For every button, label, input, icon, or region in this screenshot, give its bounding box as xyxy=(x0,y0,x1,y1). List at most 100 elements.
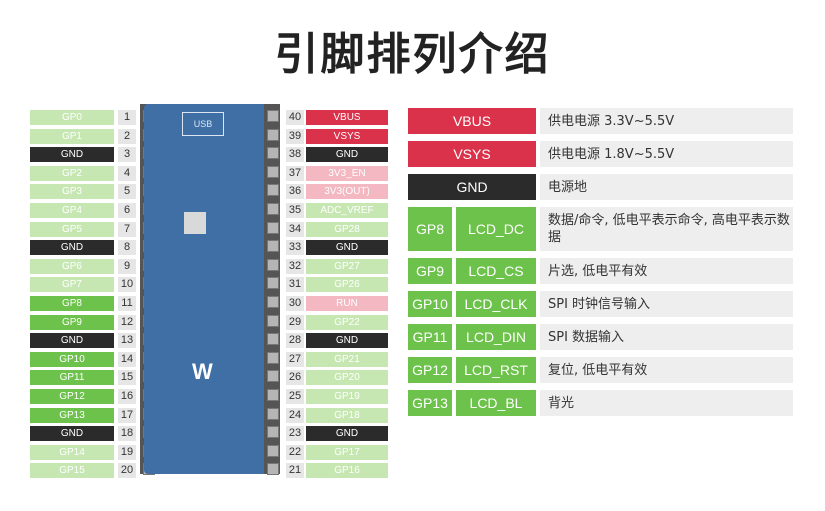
header-pin xyxy=(267,240,279,253)
pin-number: 18 xyxy=(118,426,136,442)
usb-connector: USB xyxy=(182,112,224,136)
pin-number: 20 xyxy=(118,463,136,479)
pin-label: GP20 xyxy=(306,370,388,386)
pin-label: GND xyxy=(306,240,388,256)
pin-number: 24 xyxy=(286,407,304,423)
pin-number: 40 xyxy=(286,110,304,125)
legend-gpio: GP11 xyxy=(408,324,452,350)
pin-label: GP22 xyxy=(306,314,388,330)
pin-number: 5 xyxy=(118,184,136,200)
pin-number: 16 xyxy=(118,389,136,404)
pin-label: GND xyxy=(306,147,388,163)
pin-label: GP15 xyxy=(30,463,114,479)
pin-number: 10 xyxy=(118,277,136,293)
header-pin xyxy=(267,333,279,346)
pin-label: GND xyxy=(306,333,388,349)
pin-number: 27 xyxy=(286,351,304,367)
header-pin xyxy=(267,463,279,476)
pin-number: 7 xyxy=(118,221,136,237)
header-pin xyxy=(267,277,279,290)
pin-label: GP12 xyxy=(30,389,114,404)
pin-number: 39 xyxy=(286,128,304,144)
header-pin xyxy=(267,314,279,327)
chip xyxy=(184,212,206,234)
pin-number: 34 xyxy=(286,221,304,237)
header-pin xyxy=(267,110,279,122)
pin-label: GP14 xyxy=(30,444,114,460)
brand-logo: W xyxy=(192,359,213,384)
pin-label: 3V3_EN xyxy=(306,165,388,181)
pin-number: 12 xyxy=(118,314,136,330)
header-pin xyxy=(267,165,279,178)
header-pin xyxy=(267,407,279,420)
legend-signal: VBUS xyxy=(408,108,536,134)
pin-number: 32 xyxy=(286,258,304,274)
pin-label: GP8 xyxy=(30,296,114,311)
pin-label: GP3 xyxy=(30,184,114,200)
header-pin xyxy=(267,296,279,308)
header-pin xyxy=(267,128,279,141)
pin-label: GP2 xyxy=(30,165,114,181)
pin-number: 38 xyxy=(286,147,304,163)
legend-signal: LCD_CS xyxy=(456,258,536,284)
pin-label: GND xyxy=(30,426,114,442)
pin-label: GP1 xyxy=(30,128,114,144)
pin-label: GP28 xyxy=(306,221,388,237)
header-pin xyxy=(267,203,279,215)
legend-gpio: GP8 xyxy=(408,207,452,251)
legend-gpio: GP10 xyxy=(408,291,452,317)
pin-number: 9 xyxy=(118,258,136,274)
pin-number: 6 xyxy=(118,203,136,218)
pin-label: GP21 xyxy=(306,351,388,367)
pin-number: 28 xyxy=(286,333,304,349)
pin-number: 8 xyxy=(118,240,136,256)
legend-description: SPI 数据输入 xyxy=(540,324,793,350)
legend-signal: LCD_BL xyxy=(456,390,536,416)
pin-label: GND xyxy=(30,240,114,256)
header-pin xyxy=(267,370,279,383)
pin-number: 1 xyxy=(118,110,136,125)
pin-number: 31 xyxy=(286,277,304,293)
pin-number: 11 xyxy=(118,296,136,311)
pin-number: 29 xyxy=(286,314,304,330)
page-title: 引脚排列介绍 xyxy=(274,29,551,80)
pin-label: GP5 xyxy=(30,221,114,237)
pin-label: GP27 xyxy=(306,258,388,274)
pin-number: 23 xyxy=(286,426,304,442)
pin-label: VBUS xyxy=(306,110,388,125)
legend-signal: LCD_CLK xyxy=(456,291,536,317)
pin-label: VSYS xyxy=(306,128,388,144)
pin-number: 2 xyxy=(118,128,136,144)
pin-number: 3 xyxy=(118,147,136,163)
pin-label: GP10 xyxy=(30,351,114,367)
legend-description: 片选, 低电平有效 xyxy=(540,258,793,284)
pin-number: 25 xyxy=(286,389,304,404)
pin-label: ADC_VREF xyxy=(306,203,388,218)
